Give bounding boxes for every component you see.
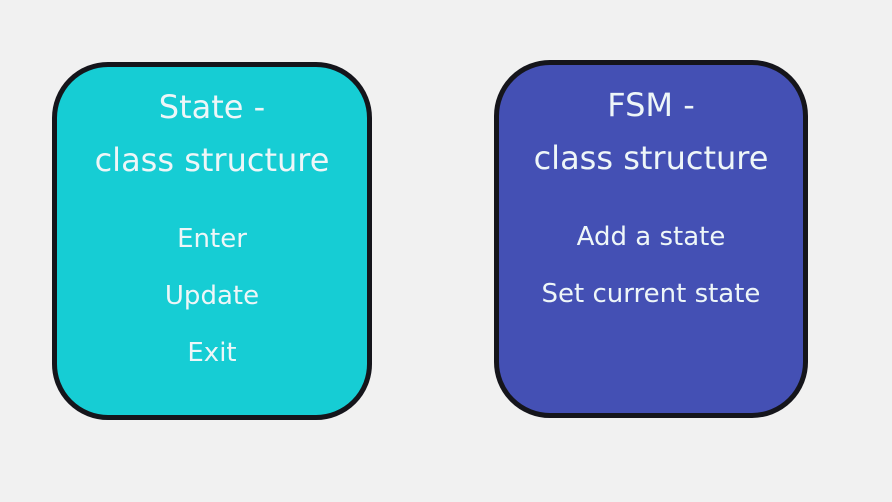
card-item: Enter (177, 224, 247, 254)
card-item-list: Enter Update Exit (165, 211, 259, 382)
card-item: Set current state (541, 279, 761, 309)
card-title-line2: class structure (533, 139, 769, 177)
fsm-class-structure-card: FSM - class structure Add a state Set cur… (494, 60, 808, 418)
card-title: State - class structure (95, 81, 330, 187)
card-title-line1: FSM - (607, 86, 695, 124)
card-item-list: Add a state Set current state (542, 209, 761, 323)
card-item: Exit (187, 338, 237, 368)
card-title-line2: class structure (94, 141, 330, 179)
card-title: FSM - class structure (534, 79, 769, 185)
card-item: Add a state (576, 222, 726, 252)
state-class-structure-card: State - class structure Enter Update Exit (52, 62, 372, 420)
card-item: Update (164, 281, 260, 311)
card-title-line1: State - (158, 88, 266, 126)
